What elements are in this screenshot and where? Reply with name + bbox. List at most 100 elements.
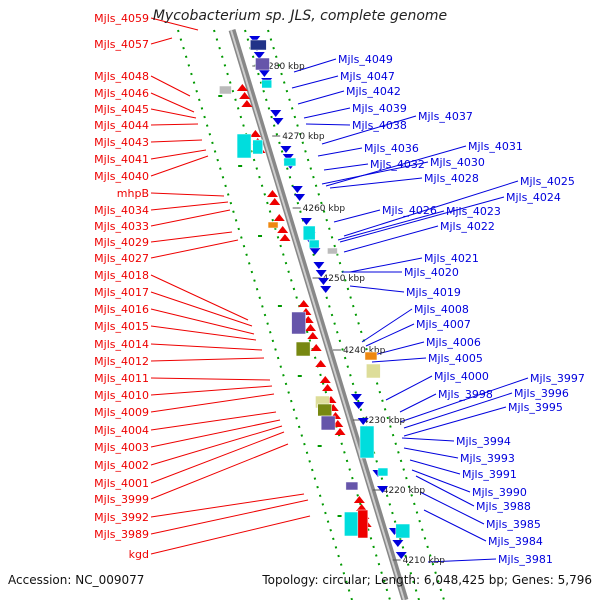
- gene-label-left: Mjls_4040: [94, 170, 149, 183]
- gene-leader-line: [411, 469, 471, 493]
- gene-arrow-reverse: [353, 496, 365, 503]
- gene-leader-line: [150, 192, 225, 197]
- gene-leader-line: [150, 201, 229, 211]
- feature-block: [252, 139, 264, 155]
- gene-label-left: Mjls_4057: [94, 38, 149, 51]
- dotted-guide-right-inner: [244, 29, 420, 600]
- kbp-tick-label: 4230 kbp: [363, 416, 406, 426]
- genome-summary: Topology: circular; Length: 6,048,425 bp…: [262, 573, 592, 587]
- feature-block: [345, 481, 359, 491]
- gene-label-right: Mjls_4028: [424, 172, 479, 185]
- gene-label-left: Mjls_4027: [94, 252, 149, 265]
- gene-arrow-forward: [253, 52, 265, 59]
- gene-label-right: Mjls_4019: [406, 286, 461, 299]
- gene-label-right: Mjls_4047: [340, 70, 395, 83]
- gene-leader-line: [150, 291, 253, 327]
- gene-arrow-forward: [353, 402, 365, 409]
- gene-label-right: Mjls_4021: [424, 252, 479, 265]
- gene-label-right: Mjls_4025: [520, 175, 575, 188]
- gene-label-left: Mjls_4033: [94, 220, 149, 233]
- gene-arrow-forward: [315, 270, 327, 277]
- kbp-tick-label: 4250 kbp: [323, 274, 366, 284]
- gene-arrow-forward: [249, 36, 261, 43]
- feature-block: [364, 351, 378, 361]
- gene-leader-line: [349, 285, 405, 293]
- gene-leader-line: [291, 75, 339, 89]
- gene-leader-line: [150, 377, 271, 381]
- gene-label-left: Mjls_4004: [94, 424, 149, 437]
- gene-label-left: Mjls_4009: [94, 406, 149, 419]
- feature-block: [255, 57, 270, 71]
- gene-arrow-forward: [395, 552, 407, 559]
- gene-arrow-forward: [320, 286, 332, 293]
- gene-leader-line: [401, 437, 455, 442]
- gene-label-right: Mjls_4000: [434, 370, 489, 383]
- feature-block: [317, 403, 332, 417]
- gene-leader-line: [150, 357, 265, 362]
- kbp-tick-label: 4260 kbp: [303, 204, 346, 214]
- gene-leader-line: [150, 393, 275, 413]
- gene-label-right: Mjls_4008: [414, 303, 469, 316]
- gene-leader-line: [150, 139, 203, 143]
- gene-label-right: Mjls_4020: [404, 266, 459, 279]
- gene-arrow-reverse: [249, 130, 261, 137]
- gene-leader-line: [297, 90, 345, 105]
- gene-label-left: Mjls_4041: [94, 153, 149, 166]
- gene-arrow-forward: [300, 218, 312, 225]
- gene-leader-line: [150, 37, 173, 45]
- gene-label-right: Mjls_3998: [438, 388, 493, 401]
- gene-label-left: kgd: [129, 548, 149, 561]
- gene-leader-line: [399, 393, 437, 413]
- gene-leader-line: [333, 209, 381, 223]
- gene-label-right: Mjls_4007: [416, 318, 471, 331]
- gene-leader-line: [321, 161, 429, 185]
- gene-leader-line: [150, 411, 277, 431]
- gene-arrow-reverse: [273, 214, 285, 221]
- gene-leader-line: [343, 225, 439, 253]
- kbp-tick-label: 4220 kbp: [383, 486, 426, 496]
- gene-arrow-reverse: [322, 384, 334, 391]
- gene-leader-line: [150, 499, 309, 535]
- gene-leader-line: [305, 123, 351, 126]
- gene-arrow-forward: [350, 394, 362, 401]
- gene-arrow-forward: [313, 262, 325, 269]
- feature-block: [302, 225, 316, 241]
- gene-label-left: Mjls_4018: [94, 269, 149, 282]
- feature-block: [395, 523, 411, 539]
- gene-leader-line: [150, 443, 289, 500]
- gene-arrow-forward: [272, 118, 284, 125]
- gene-leader-line: [369, 341, 425, 357]
- gene-leader-line: [150, 343, 263, 351]
- feature-block: [308, 239, 320, 249]
- gene-arrow-reverse: [279, 234, 291, 241]
- gene-arrow-reverse: [305, 324, 317, 331]
- gene-arrow-forward: [294, 194, 306, 201]
- gene-label-left: Mjls_4048: [94, 70, 149, 83]
- gene-leader-line: [419, 491, 485, 525]
- gene-label-right: Mjls_4036: [364, 142, 419, 155]
- gene-leader-line: [150, 149, 207, 160]
- gene-label-left: Mjls_4002: [94, 459, 149, 472]
- gene-leader-line: [150, 17, 199, 31]
- gene-leader-line: [415, 475, 475, 507]
- feature-block: [357, 509, 369, 539]
- gene-leader-line: [150, 209, 231, 227]
- gene-label-right: Mjls_4022: [440, 220, 495, 233]
- gene-leader-line: [423, 509, 487, 542]
- gene-leader-line: [399, 377, 529, 423]
- kbp-tick-label: 4280 kbp: [262, 62, 305, 72]
- dotted-guide-right-outer: [267, 29, 445, 600]
- gene-arrow-reverse: [239, 92, 251, 99]
- gene-label-left: Mjls_4046: [94, 87, 149, 100]
- gene-leader-line: [403, 392, 513, 429]
- feature-block: [267, 221, 279, 229]
- gene-label-right: Mjls_4026: [382, 204, 437, 217]
- gene-label-left: Mjls_4014: [94, 338, 149, 351]
- gene-arrow-forward: [270, 110, 282, 117]
- gene-arrow-reverse: [298, 300, 310, 307]
- gene-leader-line: [385, 375, 433, 401]
- gene-arrow-forward: [357, 418, 369, 425]
- gene-arrow-forward: [258, 70, 270, 77]
- gene-arrow-reverse: [315, 360, 327, 367]
